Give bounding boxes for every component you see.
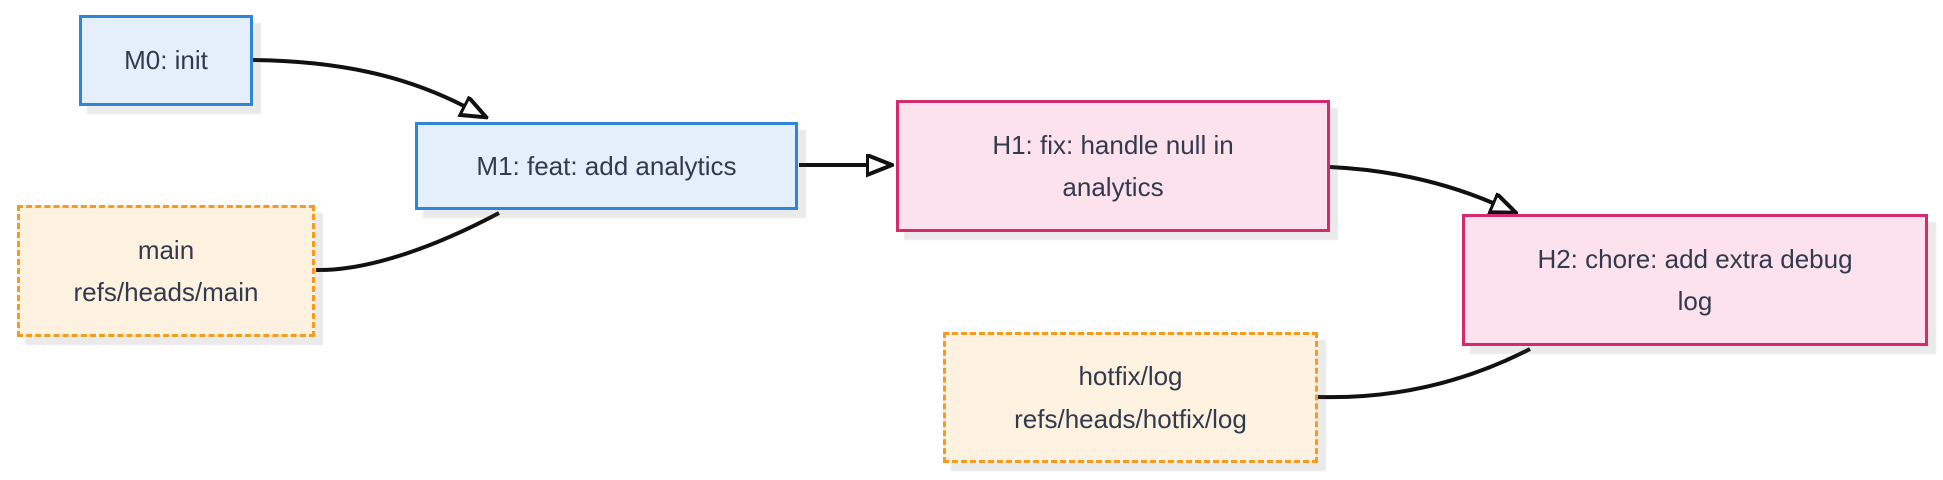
commit-node-m0: M0: init <box>79 15 253 106</box>
branch-ref: refs/heads/hotfix/log <box>1014 403 1247 434</box>
node-label-line2: analytics <box>1062 172 1164 202</box>
commit-node-m1: M1: feat: add analytics <box>415 122 798 210</box>
node-label: M0: init <box>124 45 208 76</box>
edge-m0-m1 <box>251 58 464 106</box>
node-label-line1: H1: fix: handle null in <box>992 129 1234 160</box>
edge-main-m1 <box>315 211 500 273</box>
node-label-line1: H2: chore: add extra debug <box>1537 243 1853 274</box>
edge-h1-h2 <box>1329 165 1493 203</box>
branch-name: main <box>137 234 195 265</box>
commit-node-h1: H1: fix: handle null in analytics <box>896 100 1330 232</box>
node-label: M1: feat: add analytics <box>476 150 737 181</box>
branch-label-main: main refs/heads/main <box>17 205 315 337</box>
edge-hotfix-h2 <box>1317 347 1531 400</box>
branch-name: hotfix/log <box>1078 361 1183 392</box>
node-label-line2: log <box>1677 286 1713 316</box>
commit-node-h2: H2: chore: add extra debug log <box>1462 214 1928 346</box>
branch-ref: refs/heads/main <box>73 277 259 307</box>
branch-label-hotfix-log: hotfix/log refs/heads/hotfix/log <box>943 332 1318 463</box>
